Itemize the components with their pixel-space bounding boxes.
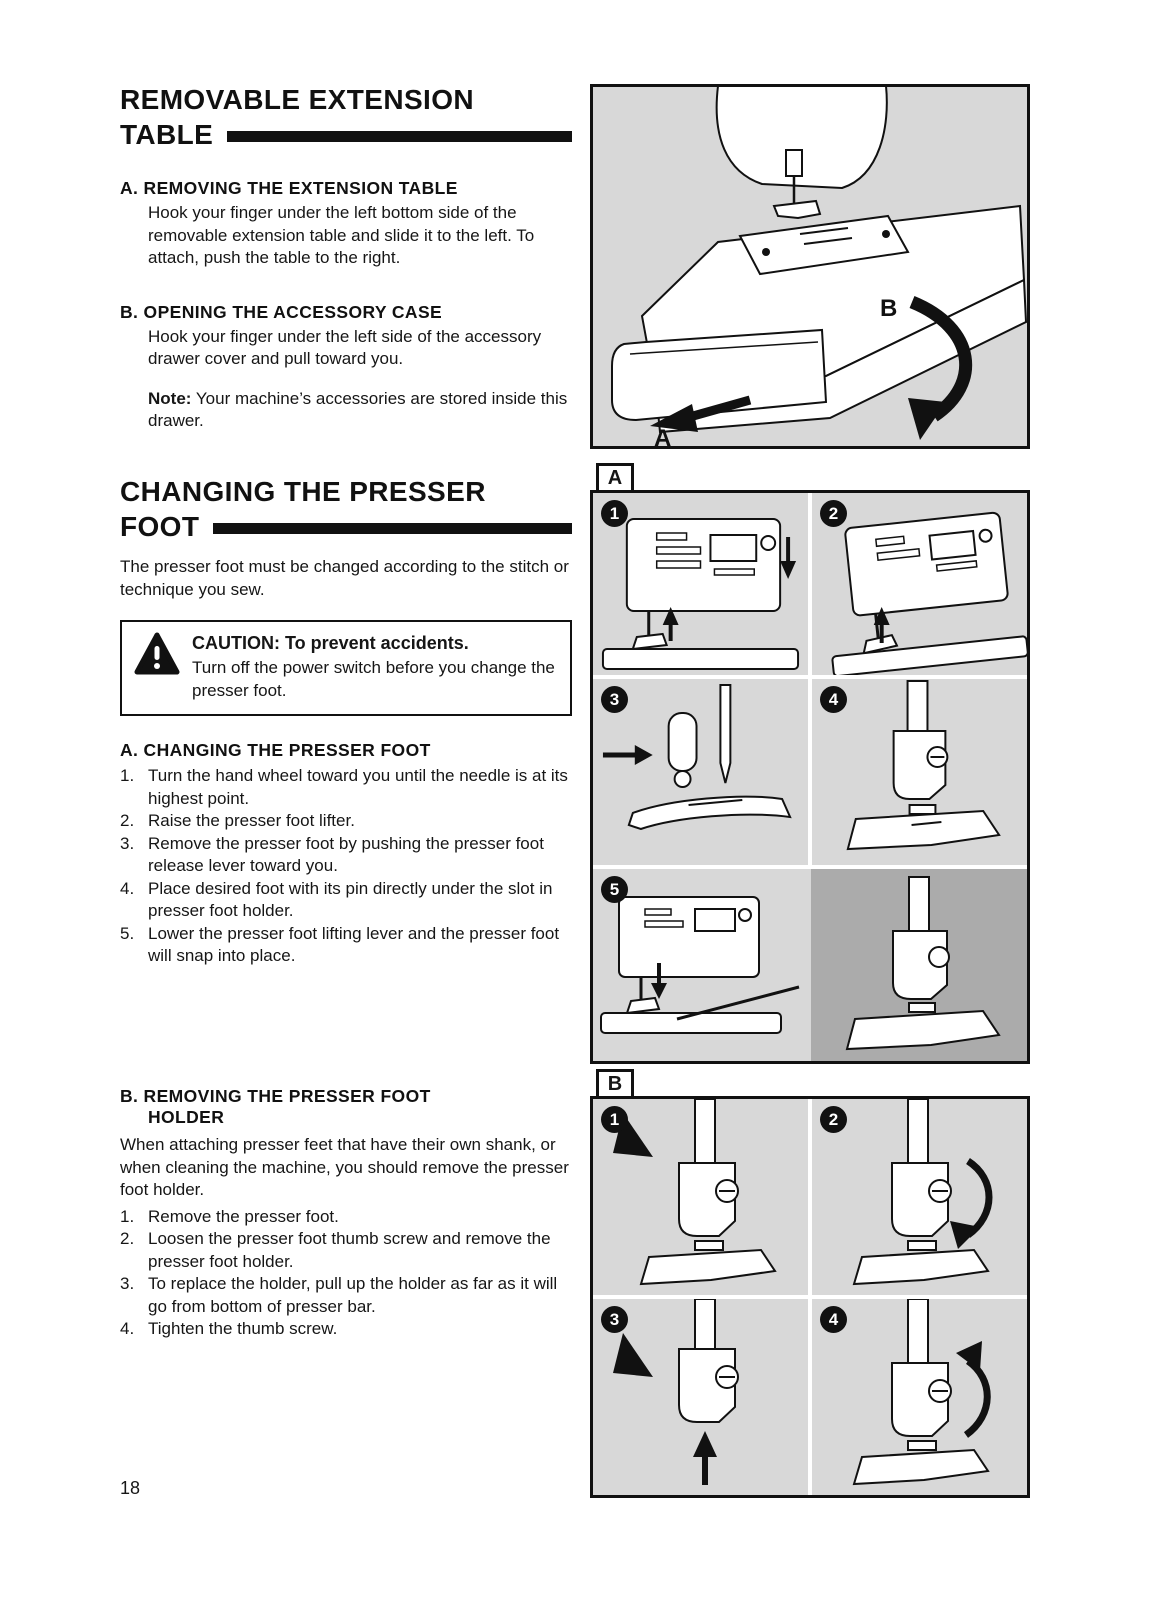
- release-lever-illustration: [602, 684, 792, 831]
- figure-a-panel-1: 1: [593, 493, 808, 675]
- warning-icon: [134, 632, 180, 683]
- figure-b-panel-1: 1: [593, 1099, 808, 1295]
- figure-b-grid: 1 2 3: [590, 1096, 1030, 1498]
- machine-angled-illustration: [831, 511, 1027, 675]
- section-removing-foot-holder: B. REMOVING THE PRESSER FOOT HOLDER When…: [120, 1086, 578, 1341]
- figure-a-panel-3: 3: [593, 679, 808, 865]
- foot-snap-illustration: [600, 869, 1027, 1061]
- heading-removing-extension-table: A. REMOVING THE EXTENSION TABLE: [120, 178, 458, 198]
- step-badge-3: 3: [601, 686, 628, 713]
- list-item: 1.Remove the presser foot.: [120, 1206, 339, 1226]
- list-item: 3.Remove the presser foot by pushing the…: [120, 833, 544, 876]
- caution-body: Turn off the power switch before you cha…: [192, 658, 555, 700]
- step-badge-4: 4: [820, 1306, 847, 1333]
- section2-title: CHANGING THE PRESSER FOOT: [120, 474, 572, 544]
- figure-b-label: B: [596, 1069, 634, 1099]
- heading-opening-accessory-case: B. OPENING THE ACCESSORY CASE: [120, 301, 443, 322]
- page-number: 18: [120, 1478, 141, 1498]
- section1-title-line1: REMOVABLE EXTENSION: [120, 84, 475, 115]
- machine-front-illustration: [601, 518, 800, 670]
- title-rule: [213, 522, 572, 534]
- tighten-screw-illustration: [852, 1299, 991, 1486]
- section2-title-line2: FOOT: [120, 511, 200, 542]
- presser-foot-intro: The presser foot must be changed accordi…: [120, 557, 569, 599]
- figure-extension-table: B A: [590, 84, 1030, 454]
- slide-table-arrow: [684, 395, 752, 423]
- figure-a-grid: 1 2: [590, 490, 1030, 1064]
- note-paragraph: Note: Your machine’s accessories are sto…: [148, 388, 572, 433]
- step-badge-3: 3: [601, 1306, 628, 1333]
- paragraph-removing-foot-holder: When attaching presser feet that have th…: [120, 1135, 569, 1199]
- figure-a-panel-5: 5: [593, 869, 1027, 1061]
- list-item: 4.Place desired foot with its pin direct…: [120, 878, 553, 921]
- figure-b-panel-3: 3: [593, 1299, 808, 1495]
- list-item: 4.Tighten the thumb screw.: [120, 1319, 338, 1338]
- step-badge-2: 2: [820, 1106, 847, 1133]
- title-rule: [227, 130, 572, 142]
- figure-b: B 1 2: [590, 1069, 1030, 1498]
- figure-b-panel-2: 2: [812, 1099, 1027, 1295]
- heading-changing-presser-foot: A. CHANGING THE PRESSER FOOT: [120, 740, 431, 760]
- figure-b-panel-4: 4: [812, 1299, 1027, 1495]
- note-label: Note:: [148, 388, 192, 408]
- figure-a-label: A: [596, 463, 634, 493]
- section2-title-line1: CHANGING THE PRESSER: [120, 476, 486, 507]
- section-changing-presser-foot: CHANGING THE PRESSER FOOT The presser fo…: [120, 474, 572, 968]
- removing-foot-holder-steps: 1.Remove the presser foot. 2.Loosen the …: [120, 1206, 578, 1341]
- caution-heading: CAUTION: To prevent accidents.: [192, 633, 469, 653]
- figure1-label-a: A: [654, 425, 671, 449]
- list-item: 5.Lower the presser foot lifting lever a…: [120, 923, 560, 966]
- section1-title: REMOVABLE EXTENSION TABLE: [120, 82, 572, 152]
- section1-title-line2: TABLE: [120, 119, 214, 150]
- foot-holder-illustration: [846, 680, 1001, 851]
- step-badge-2: 2: [820, 500, 847, 527]
- paragraph-opening-accessory-case: Hook your finger under the left side of …: [148, 326, 542, 369]
- caution-box: CAUTION: To prevent accidents. Turn off …: [120, 620, 572, 716]
- step-badge-1: 1: [601, 1106, 628, 1133]
- figure1-label-b: B: [880, 295, 897, 322]
- replace-holder-illustration: [613, 1299, 739, 1485]
- list-item: 2.Raise the presser foot lifter.: [120, 811, 355, 830]
- note-body: Your machine’s accessories are stored in…: [148, 388, 568, 431]
- changing-presser-foot-steps: 1.Turn the hand wheel toward you until t…: [120, 765, 572, 968]
- extension-table-illustration: B A: [590, 84, 1030, 452]
- open-cover-arrow: [909, 295, 973, 422]
- list-item: 1.Turn the hand wheel toward you until t…: [120, 766, 568, 808]
- list-item: 2.Loosen the presser foot thumb screw an…: [120, 1229, 551, 1271]
- holder-remove-illustration: [613, 1099, 777, 1286]
- figure-a-panel-2: 2: [812, 493, 1027, 675]
- list-item: 3.To replace the holder, pull up the hol…: [120, 1274, 558, 1316]
- heading-removing-foot-holder: B. REMOVING THE PRESSER FOOT HOLDER: [120, 1086, 431, 1127]
- step-badge-5: 5: [601, 876, 628, 903]
- step-badge-1: 1: [601, 500, 628, 527]
- paragraph-removing-extension-table: Hook your finger under the left bottom s…: [148, 203, 535, 267]
- loosen-screw-illustration: [852, 1099, 993, 1286]
- step-badge-4: 4: [820, 686, 847, 713]
- figure-a: A 1 2: [590, 463, 1030, 1064]
- section-removable-extension-table: REMOVABLE EXTENSION TABLE A. REMOVING TH…: [120, 82, 572, 433]
- figure-a-panel-4: 4: [812, 679, 1027, 865]
